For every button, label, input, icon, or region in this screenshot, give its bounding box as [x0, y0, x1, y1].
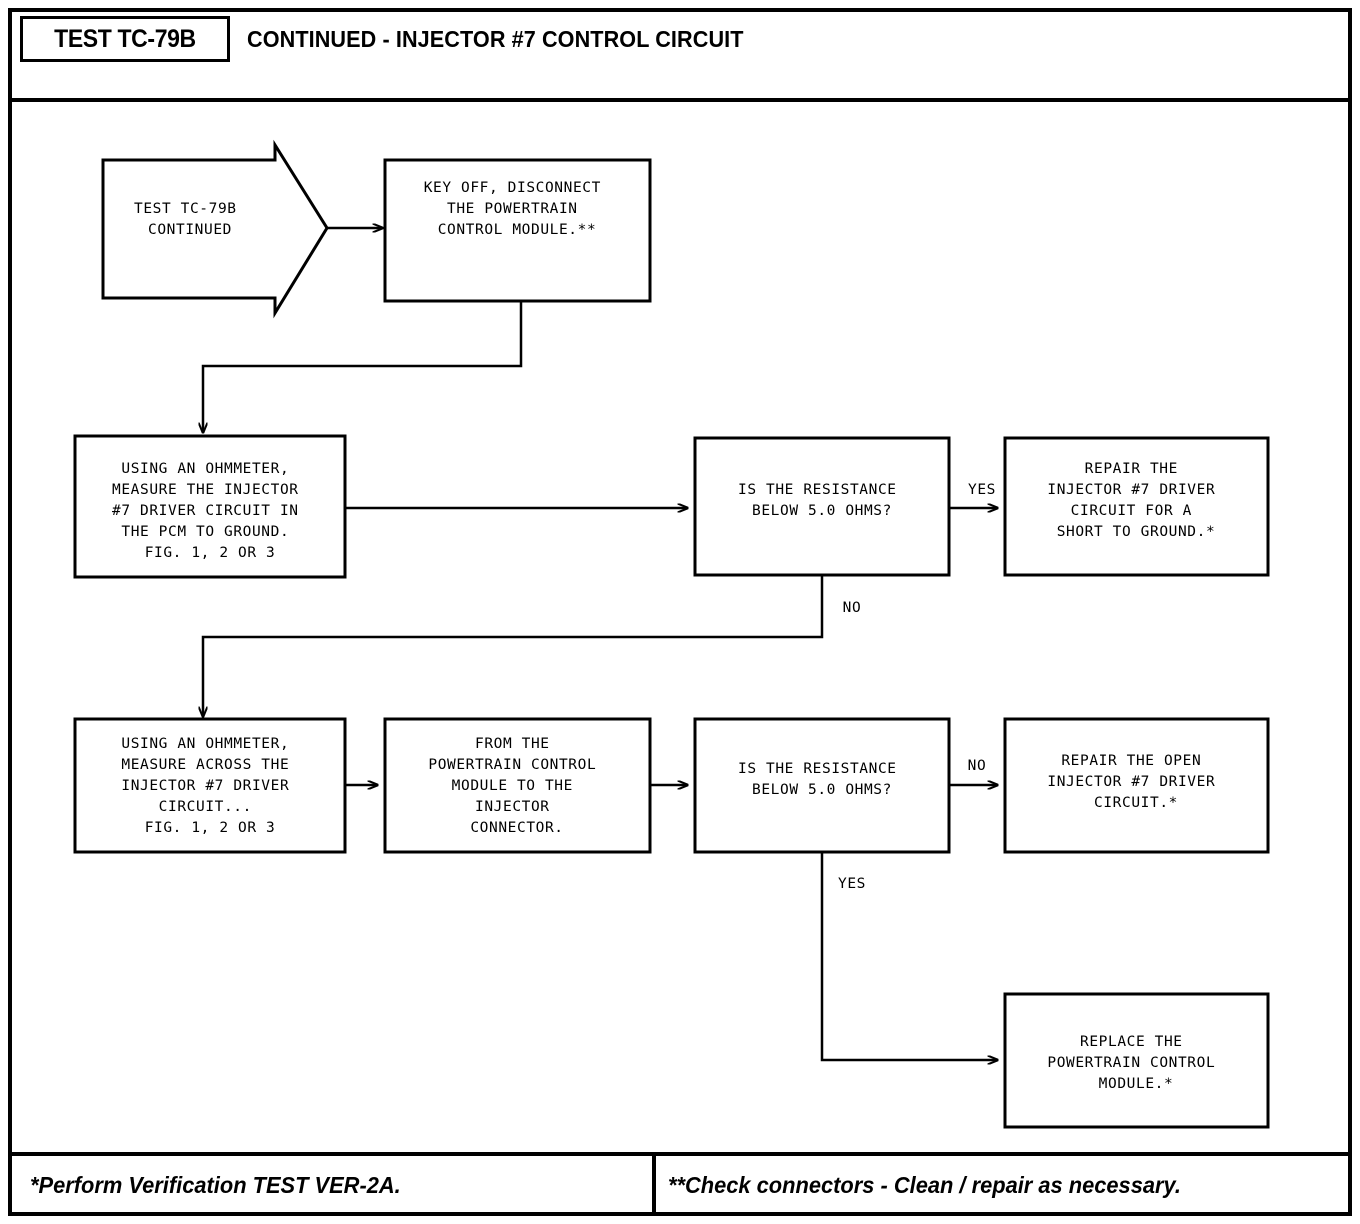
branch-label-decision1-no: NO	[843, 600, 862, 616]
node-repair-open-text: REPAIR THE OPEN INJECTOR #7 DRIVER CIRCU…	[1047, 753, 1224, 811]
footer-column-divider	[652, 1152, 656, 1216]
footer-note-right: **Check connectors - Clean / repair as n…	[668, 1156, 1208, 1214]
node-key-off-text: KEY OFF, DISCONNECT THE POWERTRAIN CONTR…	[424, 180, 611, 238]
connector-decision1-no-to-measure-across	[203, 576, 824, 717]
header-divider	[8, 98, 1352, 102]
page-title-label: CONTINUED - INJECTOR #7 CONTROL CIRCUIT	[247, 25, 744, 52]
footer-note-right-label: **Check connectors - Clean / repair as n…	[668, 1171, 1181, 1198]
node-measure-ground	[73, 434, 347, 579]
page-title: CONTINUED - INJECTOR #7 CONTROL CIRCUIT	[247, 16, 775, 62]
branch-label-decision1-yes: YES	[968, 482, 996, 498]
node-decision-2-text: IS THE RESISTANCE BELOW 5.0 OHMS?	[738, 761, 906, 798]
footer-divider	[8, 1152, 1352, 1156]
node-repair-short-text: REPAIR THE INJECTOR #7 DRIVER CIRCUIT FO…	[1047, 461, 1224, 540]
footer-note-left: *Perform Verification TEST VER-2A.	[30, 1156, 420, 1214]
start-arrow-text: TEST TC-79B CONTINUED	[134, 201, 246, 238]
start-arrow-shape	[101, 139, 329, 319]
node-repair-short	[1003, 436, 1270, 577]
footer-note-left-label: *Perform Verification TEST VER-2A.	[30, 1171, 401, 1198]
node-replace-pcm	[1003, 992, 1270, 1129]
node-key-off	[383, 158, 652, 303]
node-from-pcm	[383, 717, 652, 854]
node-replace-pcm-text: REPLACE THE POWERTRAIN CONTROL MODULE.*	[1047, 1034, 1224, 1092]
node-decision-2	[693, 717, 951, 854]
node-repair-open	[1003, 717, 1270, 854]
node-decision-1	[693, 436, 951, 577]
branch-label-decision2-yes: YES	[838, 876, 866, 892]
node-measure-across	[73, 717, 347, 854]
connector-decision2-yes-to-replace-pcm	[820, 852, 998, 1060]
node-measure-across-text: USING AN OHMMETER, MEASURE ACROSS THE IN…	[121, 736, 298, 836]
test-id-box: TEST TC-79B	[20, 16, 230, 62]
test-id-label: TEST TC-79B	[54, 24, 196, 53]
node-decision-1-text: IS THE RESISTANCE BELOW 5.0 OHMS?	[738, 482, 906, 519]
node-from-pcm-text: FROM THE POWERTRAIN CONTROL MODULE TO TH…	[428, 736, 605, 836]
node-measure-ground-text: USING AN OHMMETER, MEASURE THE INJECTOR …	[112, 461, 308, 561]
branch-label-decision2-no: NO	[968, 758, 987, 774]
connector-keyoff-to-measure-ground	[203, 301, 523, 433]
page-border	[8, 8, 1352, 1216]
